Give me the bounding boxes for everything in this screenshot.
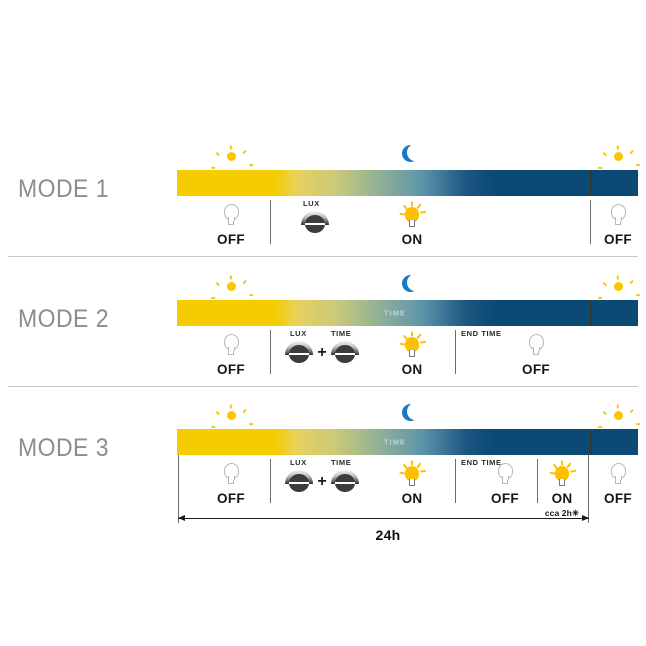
bulb-off-icon <box>607 204 629 231</box>
legend-divider <box>455 459 456 503</box>
legend-caption: ON <box>401 362 423 377</box>
legend-divider <box>537 459 538 503</box>
legend-cell-on-night: ON <box>367 460 457 506</box>
time-label: TIME <box>331 458 352 467</box>
end-time-label: END TIME <box>461 329 502 338</box>
legend-caption: OFF <box>491 491 519 506</box>
bulb-off-icon <box>607 463 629 490</box>
sun-icon <box>598 404 641 447</box>
sun-icon <box>598 145 641 188</box>
bulb-off-icon <box>220 334 242 361</box>
legend-divider <box>270 459 271 503</box>
legend-cell-on-morning: ON cca 2h✳ <box>517 460 607 519</box>
plus-sign: + <box>317 473 327 490</box>
mode-row-1: MODE 1 <box>0 0 646 258</box>
bulb-off-icon <box>525 334 547 361</box>
bulb-off-icon <box>220 204 242 231</box>
legend-cell-lux-sensor <box>254 338 344 364</box>
bulb-off-icon <box>494 463 516 490</box>
legend-cell-off-end-time: OFF <box>491 334 581 377</box>
mode-row-3: MODE 3 <box>0 259 646 543</box>
legend-divider <box>178 455 179 523</box>
legend-cell-time-sensor <box>300 467 390 493</box>
bulb-on-icon <box>547 460 577 490</box>
time-sensor-icon <box>331 338 359 364</box>
legend-caption: OFF <box>522 362 550 377</box>
time-label: TIME <box>331 329 352 338</box>
approx-duration-label: cca 2h✳ <box>544 507 580 518</box>
legend-cell-off-start: OFF <box>186 334 276 377</box>
legend-caption: OFF <box>604 232 632 247</box>
mode-1-label: MODE 1 <box>18 175 109 203</box>
lux-label: LUX <box>290 458 307 467</box>
legend-cell-lux-sensor <box>270 208 360 234</box>
sun-icon <box>211 404 254 447</box>
legend-divider <box>588 455 589 523</box>
sun-icon <box>598 275 641 318</box>
legend-cell-time-sensor <box>300 338 390 364</box>
legend-cell-lux-sensor <box>254 467 344 493</box>
legend-cell-on-night: ON <box>367 201 457 247</box>
day-night-bar: TIME <box>177 429 638 455</box>
row-divider <box>8 256 638 257</box>
bulb-off-icon <box>220 463 242 490</box>
moon-icon <box>402 274 424 295</box>
band-time-tag: TIME <box>383 308 407 318</box>
plus-sign: + <box>317 344 327 361</box>
legend-caption: OFF <box>604 491 632 506</box>
legend-divider <box>270 330 271 374</box>
lux-label: LUX <box>290 329 307 338</box>
legend-divider <box>590 200 591 244</box>
end-time-label: END TIME <box>461 458 502 467</box>
mode-2-label: MODE 2 <box>18 305 109 333</box>
day-night-bar: TIME <box>177 300 638 326</box>
legend-caption: OFF <box>217 491 245 506</box>
legend-cell-off-day: OFF <box>573 463 646 506</box>
moon-icon <box>402 144 424 165</box>
sun-icon <box>211 145 254 188</box>
legend-cell-on-night: ON <box>367 331 457 377</box>
bulb-on-icon <box>397 460 427 490</box>
lux-label: LUX <box>303 199 320 208</box>
row-divider <box>8 386 638 387</box>
legend-cell-off-end-time: OFF <box>460 463 550 506</box>
legend-caption: OFF <box>217 362 245 377</box>
legend-cell-off-start: OFF <box>186 463 276 506</box>
time-sensor-icon <box>331 467 359 493</box>
legend-caption: OFF <box>217 232 245 247</box>
legend-divider <box>455 330 456 374</box>
sun-icon <box>211 275 254 318</box>
legend-caption: ON <box>551 491 573 506</box>
mode-row-2: MODE 2 <box>0 130 646 388</box>
legend-cell-off-start: OFF <box>186 204 276 247</box>
lux-sensor-icon <box>301 208 329 234</box>
band-time-tag: TIME <box>383 437 407 447</box>
moon-icon <box>402 403 424 424</box>
legend-caption: ON <box>401 232 423 247</box>
lux-sensor-icon <box>285 338 313 364</box>
day-night-bar <box>177 170 638 196</box>
bulb-on-icon <box>397 331 427 361</box>
bulb-on-icon <box>397 201 427 231</box>
duration-label: 24h <box>375 527 401 543</box>
legend-cell-off-end: OFF <box>573 204 646 247</box>
legend-caption: ON <box>401 491 423 506</box>
lux-sensor-icon <box>285 467 313 493</box>
mode-3-label: MODE 3 <box>18 434 109 462</box>
legend-divider <box>270 200 271 244</box>
